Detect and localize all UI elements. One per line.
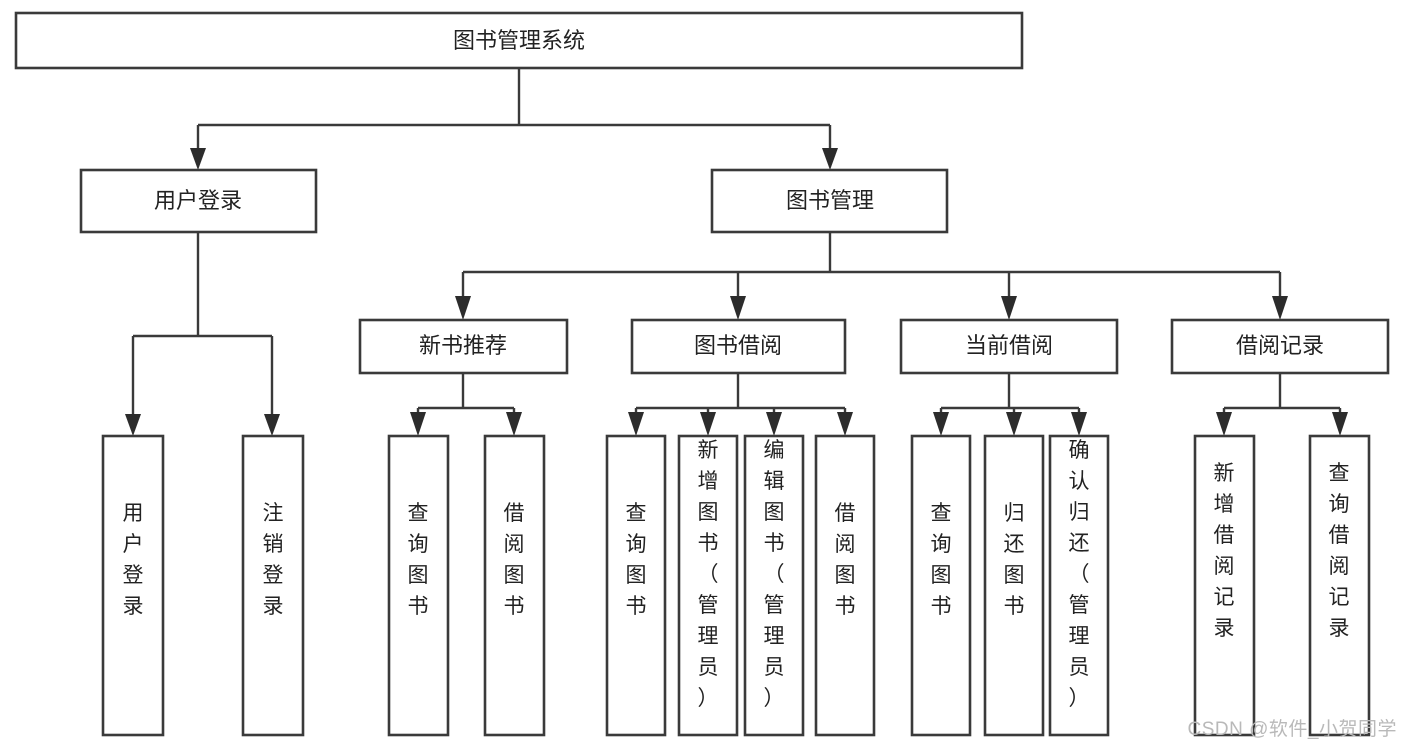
leaf-confirm-return-label: 确认归还（管理员） (1069, 439, 1090, 710)
leaf-borrow-book-1[interactable]: 借阅图书 (483, 434, 546, 737)
arrow-book-manage-to-borrow-record-icon (1272, 296, 1288, 320)
leaf-query-book-3[interactable]: 查询图书 (910, 434, 972, 737)
leaf-query-record[interactable]: 查询借阅记录 (1308, 434, 1371, 737)
arrow-new-book-to-leaf2-icon (506, 412, 522, 436)
leaf-query-book-1[interactable]: 查询图书 (387, 434, 450, 737)
leaf-add-record-label: 新增借阅记录 (1214, 462, 1235, 640)
arrow-book-manage-to-current-borrow-icon (1001, 296, 1017, 320)
edge-group-current-borrow (933, 373, 1087, 436)
edge-group-root (190, 68, 838, 170)
arrow-user-login-to-leaf1-icon (125, 414, 141, 436)
leaf-query-record-label: 查询借阅记录 (1329, 462, 1350, 640)
node-book-borrow-label: 图书借阅 (694, 333, 782, 358)
node-borrow-record[interactable]: 借阅记录 (1170, 318, 1390, 375)
leaf-query-record-box (1308, 434, 1371, 737)
edge-group-borrow-record (1216, 373, 1348, 436)
node-root-label: 图书管理系统 (453, 28, 585, 53)
leaf-query-book-1-label: 查询图书 (408, 502, 429, 618)
node-root[interactable]: 图书管理系统 (14, 11, 1024, 70)
node-new-book-rec-label: 新书推荐 (419, 333, 507, 358)
arrow-book-borrow-to-leaf3-icon (766, 412, 782, 436)
leaf-query-book-1-box (387, 434, 450, 737)
leaf-confirm-return-box (1048, 434, 1110, 737)
node-user-login[interactable]: 用户登录 (79, 168, 318, 234)
node-book-manage-label: 图书管理 (786, 188, 874, 213)
leaf-borrow-book-1-box (483, 434, 546, 737)
leaf-query-book-3-box (910, 434, 972, 737)
arrow-current-borrow-to-leaf2-icon (1006, 412, 1022, 436)
edge-group-book-borrow (628, 373, 853, 436)
node-current-borrow-box (899, 318, 1119, 375)
arrow-book-manage-to-book-borrow-icon (730, 296, 746, 320)
node-user-login-label: 用户登录 (154, 188, 242, 213)
arrow-root-to-user-login-icon (190, 148, 206, 170)
leaf-edit-book[interactable]: 编辑图书（管理员） (743, 434, 805, 737)
leaf-edit-book-box (743, 434, 805, 737)
leaf-return-book[interactable]: 归还图书 (983, 434, 1045, 737)
edge-group-book-manage (455, 232, 1288, 320)
node-new-book-rec-box (358, 318, 569, 375)
leaf-query-book-2[interactable]: 查询图书 (605, 434, 667, 737)
leaf-logout[interactable]: 注销登录 (241, 434, 305, 737)
leaf-add-book[interactable]: 新增图书（管理员） (677, 434, 739, 737)
leaf-user-login[interactable]: 用户登录 (101, 434, 165, 737)
leaf-borrow-book-2-label: 借阅图书 (835, 502, 856, 618)
node-book-borrow[interactable]: 图书借阅 (630, 318, 847, 375)
node-user-login-box (79, 168, 318, 234)
node-borrow-record-label: 借阅记录 (1236, 333, 1324, 358)
arrow-book-borrow-to-leaf2-icon (700, 412, 716, 436)
leaf-borrow-book-2[interactable]: 借阅图书 (814, 434, 876, 737)
arrow-book-borrow-to-leaf4-icon (837, 412, 853, 436)
edge-group-user-login (125, 232, 280, 436)
arrow-new-book-to-leaf1-icon (410, 412, 426, 436)
leaf-borrow-book-1-label: 借阅图书 (504, 502, 525, 618)
arrow-book-borrow-to-leaf1-icon (628, 412, 644, 436)
leaf-return-book-label: 归还图书 (1004, 502, 1025, 618)
leaf-query-book-2-label: 查询图书 (626, 502, 647, 618)
arrow-borrow-record-to-leaf2-icon (1332, 412, 1348, 436)
node-current-borrow-label: 当前借阅 (965, 333, 1053, 358)
leaf-return-book-box (983, 434, 1045, 737)
node-borrow-record-box (1170, 318, 1390, 375)
arrow-book-manage-to-new-book-icon (455, 296, 471, 320)
node-root-box (14, 11, 1024, 70)
leaf-query-book-3-label: 查询图书 (931, 502, 952, 618)
leaf-query-book-2-box (605, 434, 667, 737)
node-new-book-rec[interactable]: 新书推荐 (358, 318, 569, 375)
arrow-user-login-to-leaf2-icon (264, 414, 280, 436)
arrow-current-borrow-to-leaf3-icon (1071, 412, 1087, 436)
leaf-user-login-box (101, 434, 165, 737)
leaf-add-book-label: 新增图书（管理员） (698, 439, 719, 710)
leaf-add-book-box (677, 434, 739, 737)
arrow-current-borrow-to-leaf1-icon (933, 412, 949, 436)
edge-group-new-book-rec (410, 373, 522, 436)
arrow-root-to-book-manage-icon (822, 148, 838, 170)
leaf-logout-box (241, 434, 305, 737)
arrow-borrow-record-to-leaf1-icon (1216, 412, 1232, 436)
leaf-borrow-book-2-box (814, 434, 876, 737)
leaf-logout-label: 注销登录 (263, 502, 284, 618)
leaf-user-login-label: 用户登录 (123, 502, 144, 618)
leaf-edit-book-label: 编辑图书（管理员） (764, 439, 785, 710)
node-book-manage-box (710, 168, 949, 234)
leaf-confirm-return[interactable]: 确认归还（管理员） (1048, 434, 1110, 737)
node-book-manage[interactable]: 图书管理 (710, 168, 949, 234)
leaf-add-record-box (1193, 434, 1256, 737)
node-current-borrow[interactable]: 当前借阅 (899, 318, 1119, 375)
node-book-borrow-box (630, 318, 847, 375)
leaf-add-record[interactable]: 新增借阅记录 (1193, 434, 1256, 737)
